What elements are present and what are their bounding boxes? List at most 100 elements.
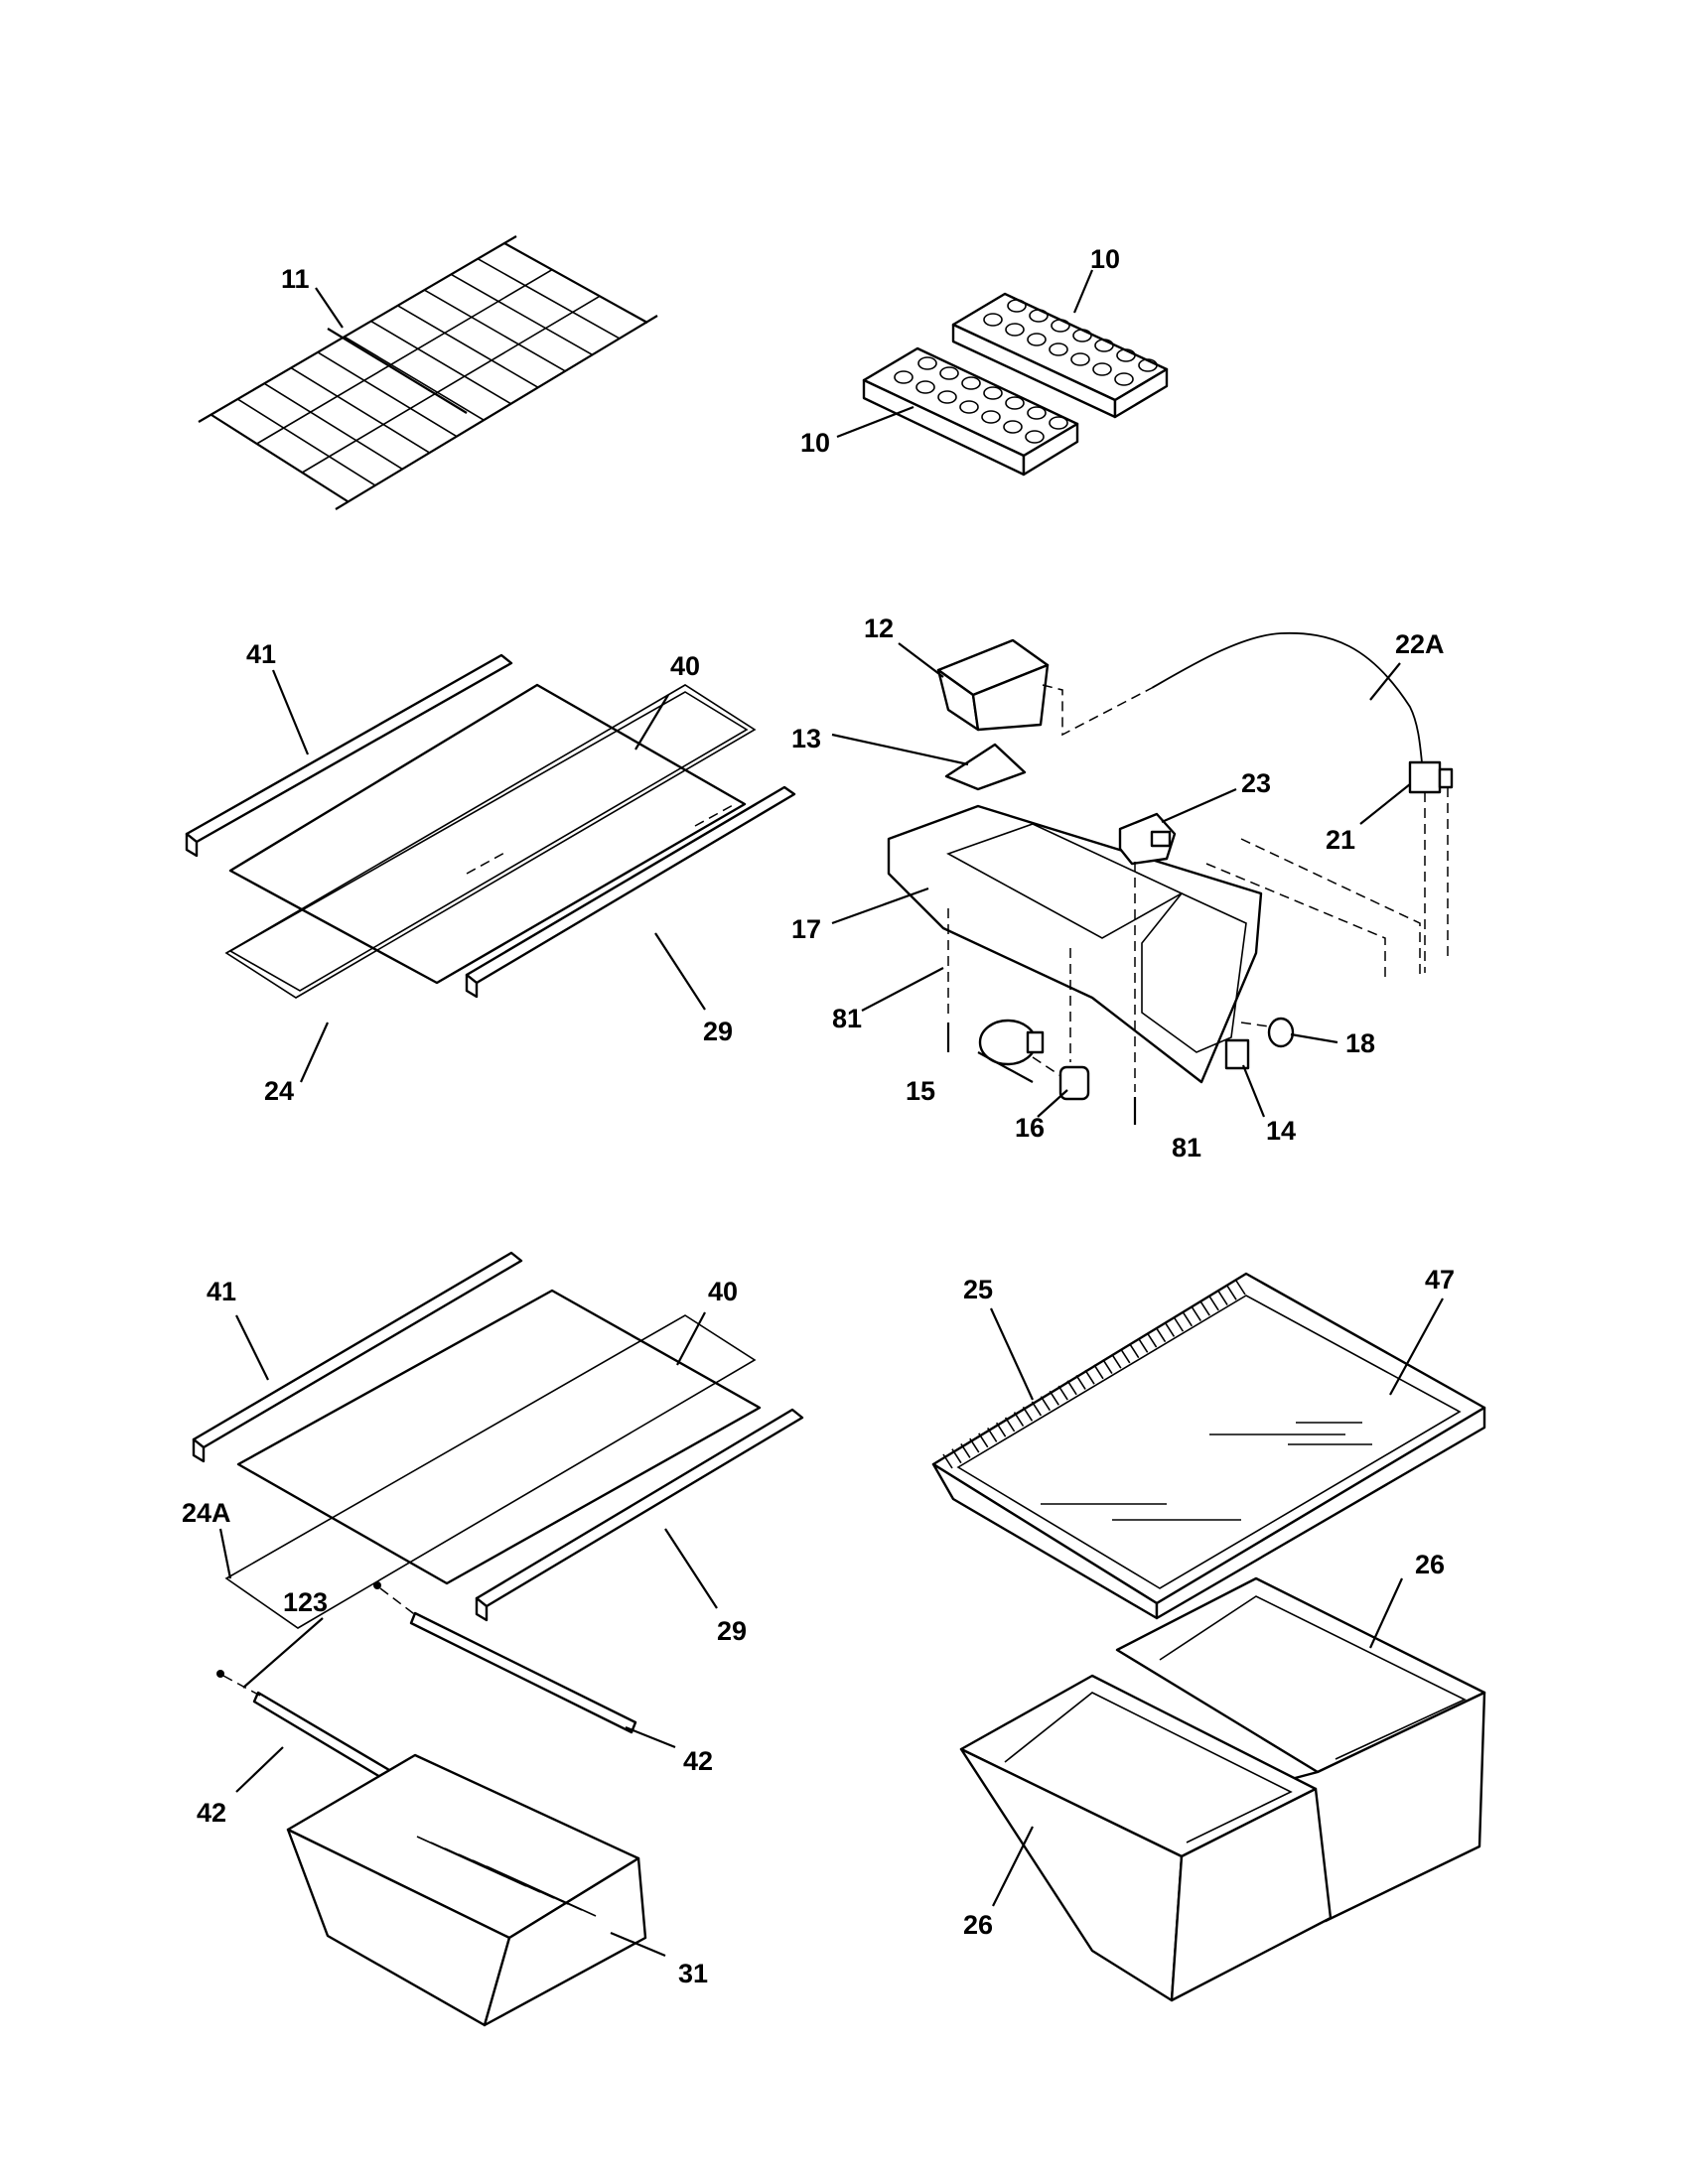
ice-cell xyxy=(939,366,959,380)
ice-cell xyxy=(1049,416,1068,430)
vent-slot xyxy=(1164,1321,1176,1337)
label-26-right: 26 xyxy=(1415,1550,1445,1579)
vent-slot xyxy=(951,1448,962,1464)
vent-slot xyxy=(1155,1327,1167,1343)
ice-cell xyxy=(1005,396,1025,410)
ice-cell xyxy=(961,376,981,390)
ice-cell xyxy=(1051,319,1070,333)
label-81-left: 81 xyxy=(832,1004,862,1033)
glass-shelf-assembly-2 xyxy=(192,1251,804,2027)
label-10-front-tray: 10 xyxy=(800,428,830,458)
shelf-wire xyxy=(211,414,349,502)
ice-cell xyxy=(1049,342,1068,356)
label-24a: 24A xyxy=(182,1498,231,1528)
ice-cell xyxy=(983,313,1003,327)
label-26-left: 26 xyxy=(963,1910,993,1940)
vent-slot xyxy=(960,1442,971,1458)
label-29-top: 29 xyxy=(703,1017,733,1046)
ice-cell xyxy=(981,410,1001,424)
shelf-wire xyxy=(450,273,594,356)
shelf-wire xyxy=(264,382,403,470)
label-123: 123 xyxy=(283,1587,328,1617)
vent-slot xyxy=(1226,1285,1237,1300)
vent-slot xyxy=(1013,1412,1025,1428)
label-15: 15 xyxy=(906,1076,935,1106)
label-11: 11 xyxy=(281,264,310,294)
vent-slot xyxy=(1022,1406,1034,1422)
ice-tray-back xyxy=(951,292,1169,419)
vent-slot xyxy=(978,1433,989,1448)
shelf-wire xyxy=(370,320,512,405)
label-25: 25 xyxy=(963,1275,993,1304)
vent-slot xyxy=(1137,1337,1149,1353)
vent-slot xyxy=(1173,1316,1185,1332)
ice-cell xyxy=(937,390,957,404)
shelf-wire xyxy=(317,351,458,438)
vent-slot xyxy=(987,1428,998,1442)
shelf-wire xyxy=(301,295,601,474)
ice-tray-front xyxy=(862,346,1079,477)
label-41-bottom: 41 xyxy=(207,1277,236,1306)
vent-slot xyxy=(942,1453,953,1469)
label-24: 24 xyxy=(264,1076,294,1106)
label-31: 31 xyxy=(678,1959,708,1988)
crisper-cover xyxy=(931,1272,1486,1620)
ice-cell xyxy=(1027,406,1047,420)
label-16: 16 xyxy=(1015,1113,1045,1143)
callout-labels: 11 10 10 12 13 22A 23 21 17 81 15 16 81 … xyxy=(182,244,1455,1988)
ice-cell xyxy=(1070,352,1090,366)
label-14: 14 xyxy=(1266,1116,1296,1146)
label-42-right: 42 xyxy=(683,1746,713,1776)
ice-cell xyxy=(1007,299,1027,313)
label-17: 17 xyxy=(791,914,821,944)
vent-slot xyxy=(969,1437,980,1453)
vent-slot xyxy=(1129,1343,1140,1359)
ice-cell xyxy=(894,370,914,384)
label-18: 18 xyxy=(1345,1028,1375,1058)
shelf-wire xyxy=(237,398,375,486)
ice-cell xyxy=(1114,372,1134,386)
shelf-wire xyxy=(477,258,621,341)
ice-cell xyxy=(1094,339,1114,352)
vent-slot xyxy=(1111,1353,1122,1369)
label-22a: 22A xyxy=(1395,629,1445,659)
label-23: 23 xyxy=(1241,768,1271,798)
vent-slot xyxy=(1049,1390,1059,1406)
drawer-rib xyxy=(486,1865,597,1917)
vent-slot xyxy=(1102,1359,1113,1374)
vent-slot xyxy=(1057,1385,1068,1401)
leader-lines xyxy=(218,269,1444,1958)
shelf-wire xyxy=(256,268,553,445)
vent-slot xyxy=(1093,1364,1104,1380)
ice-cell xyxy=(915,380,935,394)
shelf-wire xyxy=(397,305,539,389)
ice-cell xyxy=(1116,348,1136,362)
vent-slot xyxy=(1199,1300,1210,1316)
vent-slot xyxy=(1004,1417,1016,1433)
label-41-top: 41 xyxy=(246,639,276,669)
ice-cell xyxy=(1027,333,1047,346)
label-40-bottom: 40 xyxy=(708,1277,738,1306)
label-42-left: 42 xyxy=(197,1798,226,1828)
ice-cell xyxy=(983,386,1003,400)
vent-slot xyxy=(1075,1375,1086,1390)
ice-cell xyxy=(1029,309,1049,323)
label-29-bottom: 29 xyxy=(717,1616,747,1646)
glass-shelf-assembly-1 xyxy=(185,653,796,999)
label-12: 12 xyxy=(864,614,894,643)
vent-slot xyxy=(1235,1280,1246,1296)
label-21: 21 xyxy=(1326,825,1355,855)
vent-slot xyxy=(1031,1401,1043,1417)
label-47: 47 xyxy=(1425,1265,1455,1295)
vent-slot xyxy=(1208,1296,1219,1311)
label-81-right: 81 xyxy=(1172,1133,1201,1162)
vent-slot xyxy=(1084,1369,1095,1385)
shelf-wire xyxy=(503,242,648,324)
vent-slot xyxy=(1120,1348,1131,1364)
vent-slot xyxy=(1217,1291,1228,1306)
wire-shelf xyxy=(198,235,658,510)
ice-cell xyxy=(1138,358,1158,372)
vent-slot xyxy=(995,1422,1007,1437)
ice-cell xyxy=(1025,430,1045,444)
